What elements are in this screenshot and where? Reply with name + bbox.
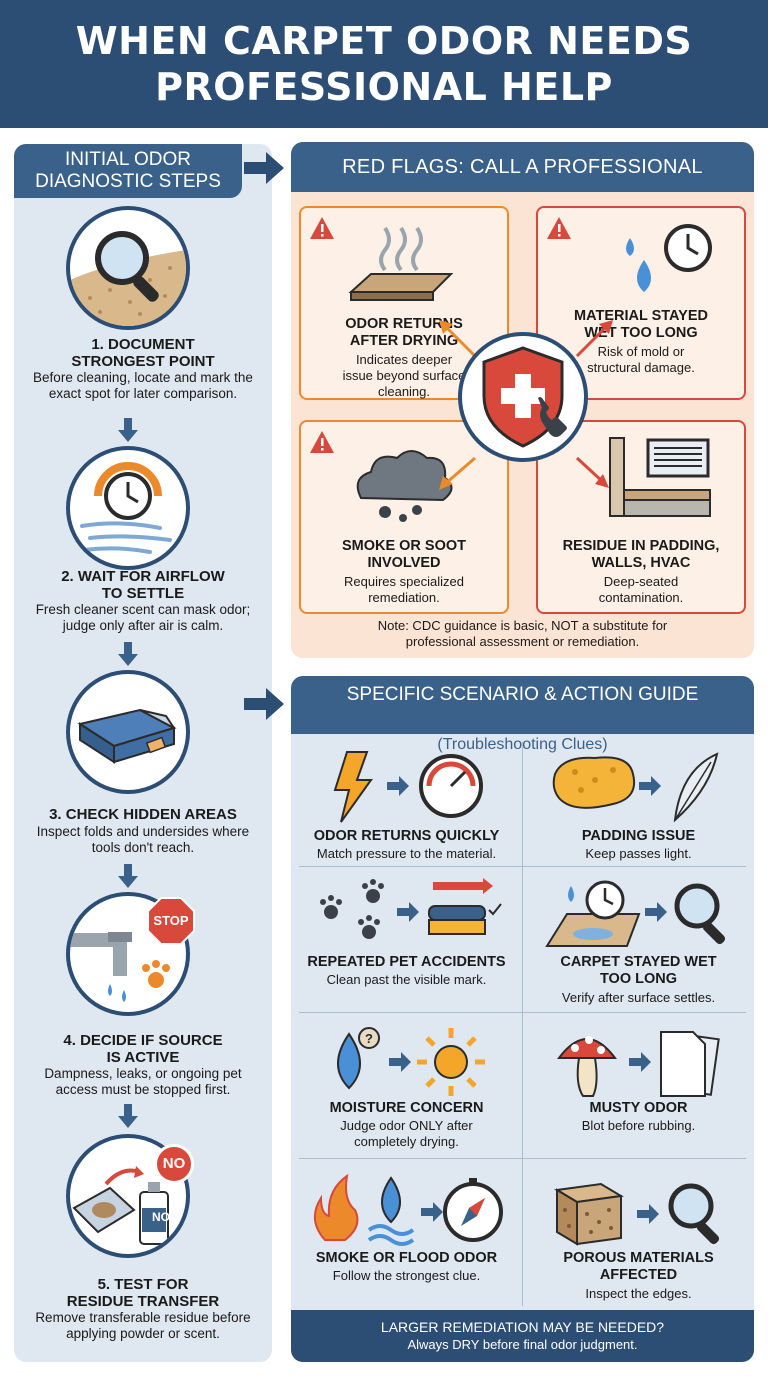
row-divider <box>299 1012 746 1013</box>
step-5-text: Remove transferable residue before apply… <box>35 1310 251 1341</box>
scenario-cell: REPEATED PET ACCIDENTS Clean past the vi… <box>291 872 522 1012</box>
porous-block-magnifier-icon <box>554 1182 720 1246</box>
paws-brush-icon <box>320 878 502 939</box>
red-flag-card-text: Risk of mold or structural damage. <box>587 344 695 375</box>
pointer-arrows <box>439 320 613 490</box>
wall-vent-icon <box>609 437 711 517</box>
sponge-feather-icon <box>552 752 719 823</box>
diagnostic-steps-title: INITIAL ODOR DIAGNOSTIC STEPS <box>35 149 221 192</box>
scenario-cell: ? MOISTURE CONCERN Judge odor ONLY after… <box>291 1018 522 1158</box>
scenario-guide-title: SPECIFIC SCENARIO & ACTION GUIDE <box>346 684 699 705</box>
red-flag-card: ODOR RETURNS AFTER DRYING Indicates deep… <box>299 206 509 400</box>
arrow-down-icon <box>118 864 138 888</box>
red-flag-card-text: Indicates deeper issue beyond surface cl… <box>342 352 466 399</box>
red-flag-card-text: Requires specialized remediation. <box>344 574 464 605</box>
leak-pet-stop-icon <box>66 892 190 1016</box>
diagnostic-steps-header: INITIAL ODOR DIAGNOSTIC STEPS <box>14 144 242 198</box>
drop-sun-icon: ? <box>337 1027 485 1096</box>
scenario-cell: SMOKE OR FLOOD ODOR Follow the strongest… <box>291 1164 522 1308</box>
carpet-odor-icon <box>348 226 454 301</box>
drops-clock-icon <box>626 224 712 292</box>
step-1-text: Before cleaning, locate and mark the exa… <box>33 370 253 401</box>
folded-carpet-icon <box>66 670 190 794</box>
scenario-text: Match pressure to the material. <box>316 846 497 861</box>
mushroom-paper-icon <box>557 1031 720 1097</box>
clock-airflow-icon <box>66 446 190 570</box>
red-flag-card-text: Deep-seated contamination. <box>598 574 684 605</box>
scenario-cell: CARPET STAYED WET TOO LONG Verify after … <box>523 872 754 1012</box>
professional-help-badge <box>458 332 588 462</box>
step-5-title: 5. TEST FOR RESIDUE TRANSFER <box>66 1276 220 1310</box>
arrow-down-icon <box>118 642 138 666</box>
step-2-title: 2. WAIT FOR AIRFLOW TO SETTLE <box>61 568 225 602</box>
scenario-title: MOISTURE CONCERN <box>329 1100 484 1116</box>
step-3-title: 3. CHECK HIDDEN AREAS <box>49 806 237 823</box>
wet-carpet-magnifier-icon <box>545 880 726 947</box>
page-header: WHEN CARPET ODOR NEEDS PROFESSIONAL HELP <box>0 0 768 128</box>
scenario-title: CARPET STAYED WET TOO LONG <box>560 954 717 987</box>
red-flags-header: RED FLAGS: CALL A PROFESSIONAL <box>291 142 754 192</box>
step-1-title: 1. DOCUMENT STRONGEST POINT <box>71 336 215 370</box>
no-badge: NO <box>154 1144 194 1184</box>
scenario-footer: LARGER REMEDIATION MAY BE NEEDED? Always… <box>291 1310 754 1362</box>
scenario-title: ODOR RETURNS QUICKLY <box>313 828 500 844</box>
red-flag-card: SMOKE OR SOOT INVOLVED Requires speciali… <box>299 420 509 614</box>
stop-sign-label: STOP <box>153 913 189 928</box>
red-flag-card-title: RESIDUE IN PADDING, WALLS, HVAC <box>562 538 720 571</box>
scenario-cell: POROUS MATERIALS AFFECTED Inspect the ed… <box>523 1164 754 1308</box>
arrow-right-icon <box>244 152 284 184</box>
column-divider <box>522 742 523 1306</box>
step-3-text: Inspect folds and undersides where tools… <box>36 824 250 855</box>
scenario-guide-panel: SPECIFIC SCENARIO & ACTION GUIDE (Troubl… <box>291 676 754 1362</box>
step-4-title: 4. DECIDE IF SOURCE IS ACTIVE <box>63 1032 223 1066</box>
step-4-text: Dampness, leaks, or ongoing pet access m… <box>44 1066 242 1097</box>
magnifier-carpet-icon <box>66 206 190 330</box>
scenario-text: Follow the strongest clue. <box>332 1268 481 1283</box>
red-flags-panel: RED FLAGS: CALL A PROFESSIONAL ODOR RETU… <box>291 142 754 658</box>
arrow-down-icon <box>118 418 138 442</box>
bottle-no-label: NO <box>152 1210 170 1224</box>
residue-test-icon <box>66 1134 190 1258</box>
scenario-text: Verify after surface settles. <box>561 990 716 1005</box>
scenario-title: SMOKE OR FLOOD ODOR <box>315 1250 498 1266</box>
warning-icon <box>310 431 334 453</box>
scenario-title: MUSTY ODOR <box>589 1100 688 1116</box>
scenario-text: Clean past the visible mark. <box>326 972 487 987</box>
footer-title: LARGER REMEDIATION MAY BE NEEDED? <box>380 1319 665 1335</box>
red-flag-card-title: SMOKE OR SOOT INVOLVED <box>341 538 467 571</box>
row-divider <box>299 866 746 867</box>
red-flag-card: RESIDUE IN PADDING, WALLS, HVAC Deep-sea… <box>536 420 746 614</box>
scenario-guide-header: SPECIFIC SCENARIO & ACTION GUIDE <box>291 676 754 734</box>
footer-text: Always DRY before final odor judgment. <box>407 1337 638 1352</box>
scenario-text: Judge odor ONLY after completely drying. <box>340 1118 473 1149</box>
scenario-title: REPEATED PET ACCIDENTS <box>307 954 506 970</box>
scenario-title: PADDING ISSUE <box>581 828 696 844</box>
warning-icon <box>310 217 334 239</box>
scenario-title: POROUS MATERIALS AFFECTED <box>563 1250 714 1283</box>
scenario-text: Blot before rubbing. <box>581 1118 696 1133</box>
red-flag-card: MATERIAL STAYED WET TOO LONG Risk of mol… <box>536 206 746 400</box>
page-title: WHEN CARPET ODOR NEEDS PROFESSIONAL HELP <box>75 19 693 109</box>
scenario-text: Keep passes light. <box>585 846 692 861</box>
scenario-cell: PADDING ISSUE Keep passes light. <box>523 746 754 866</box>
fire-water-compass-icon <box>314 1173 503 1246</box>
arrow-down-icon <box>118 1104 138 1128</box>
scenario-cell: MUSTY ODOR Blot before rubbing. <box>523 1018 754 1158</box>
scenario-text: Inspect the edges. <box>585 1286 692 1301</box>
shield-phone-icon <box>482 346 567 448</box>
scenario-cell: ODOR RETURNS QUICKLY Match pressure to t… <box>291 746 522 866</box>
arrow-right-icon <box>244 688 284 720</box>
step-2-text: Fresh cleaner scent can mask odor; judge… <box>35 602 251 633</box>
stop-sign-icon <box>147 897 195 945</box>
row-divider <box>299 1158 746 1159</box>
warning-icon <box>547 217 571 239</box>
cdc-note: Note: CDC guidance is basic, NOT a subst… <box>377 618 668 649</box>
lightning-gauge-icon <box>333 751 483 823</box>
svg-text:?: ? <box>365 1031 373 1046</box>
red-flags-title: RED FLAGS: CALL A PROFESSIONAL <box>342 155 703 178</box>
